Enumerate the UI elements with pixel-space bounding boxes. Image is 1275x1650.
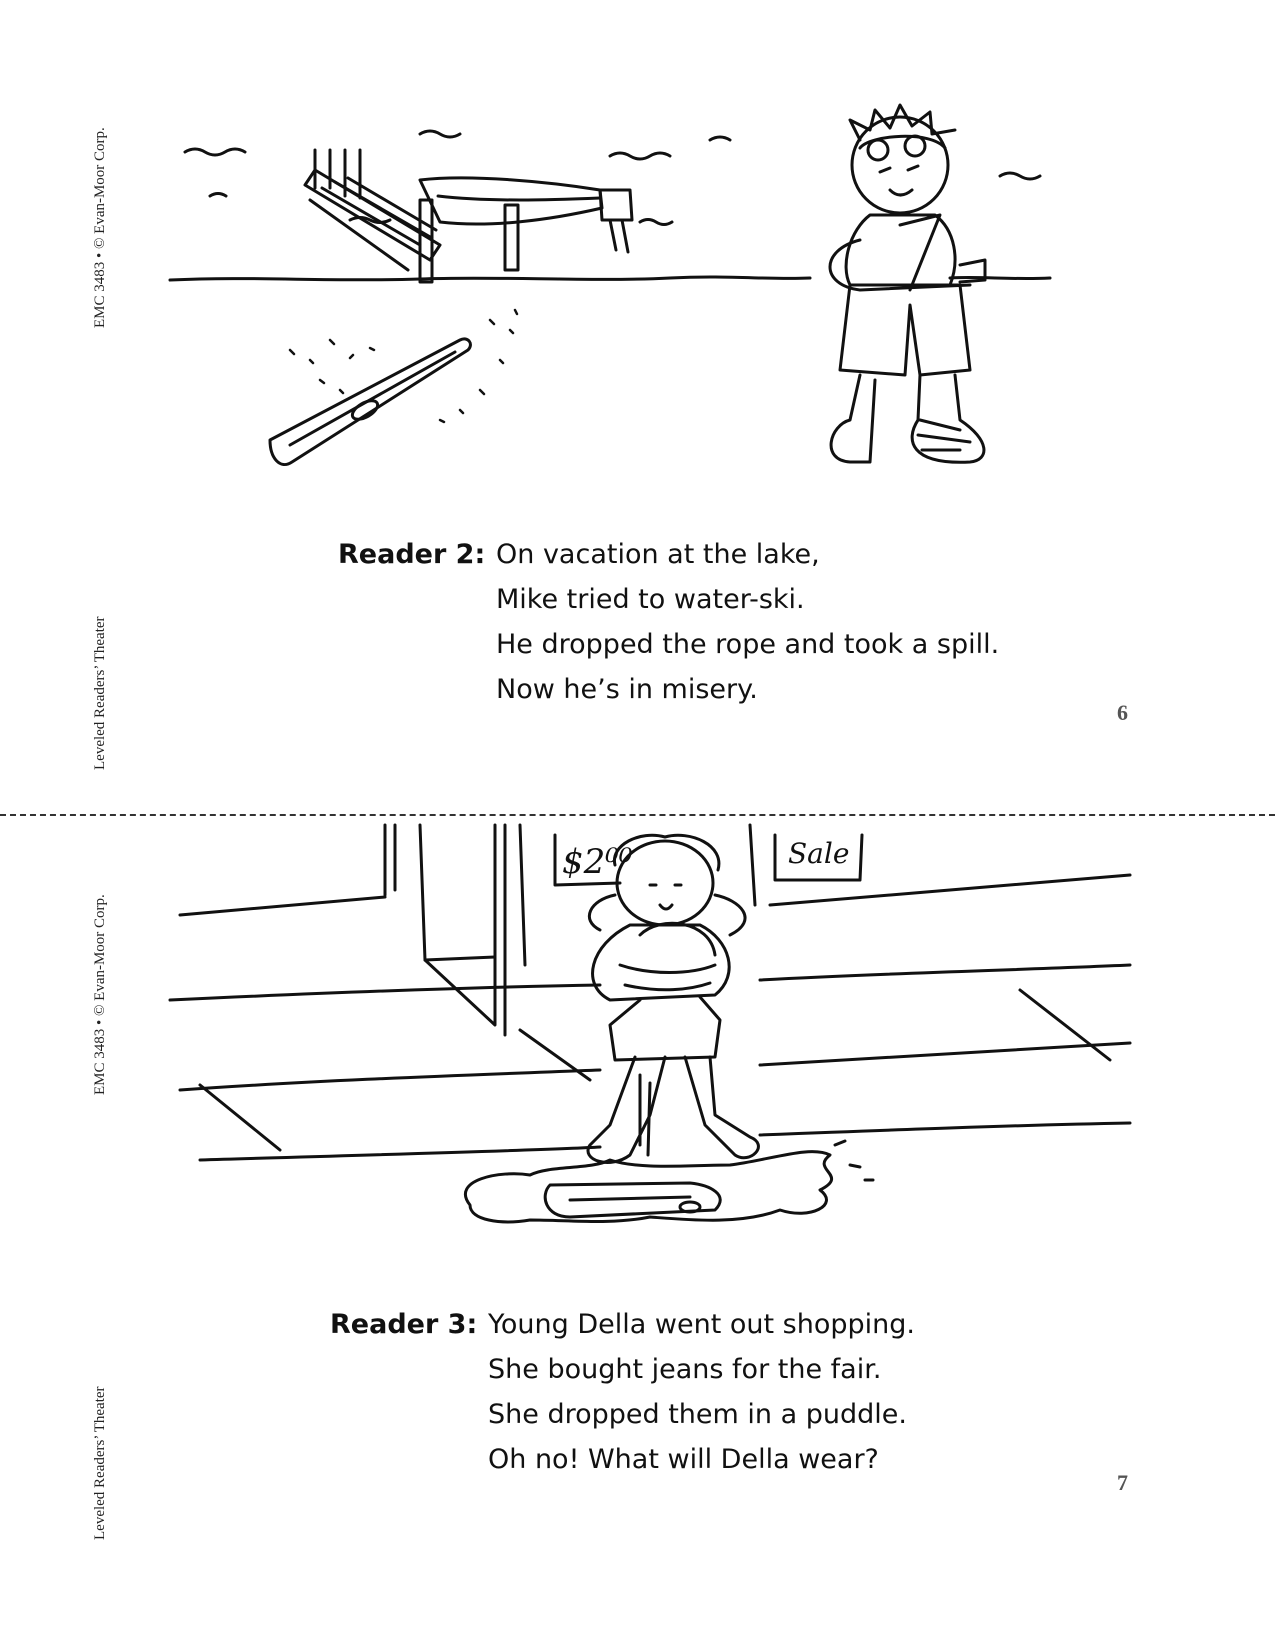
verse-line: He dropped the rope and took a spill.: [496, 629, 1000, 660]
verse-line: Oh no! What will Della wear?: [488, 1444, 879, 1475]
shopping-illustration: $2⁰⁰ Sale: [168, 823, 1132, 1224]
series-title-label: Leveled Readers’ Theater: [92, 616, 108, 770]
verse-lines: Young Della went out shopping. She bough…: [488, 1302, 915, 1482]
reader-3-verse: Reader 3: Young Della went out shopping.…: [330, 1302, 1030, 1482]
verse-line: On vacation at the lake,: [496, 539, 820, 570]
copyright-label: EMC 3483 • © Evan-Moor Corp.: [92, 894, 108, 1095]
page-number: 7: [1117, 1470, 1128, 1495]
speaker-label: Reader 3:: [330, 1309, 478, 1340]
verse-line: Young Della went out shopping.: [488, 1309, 915, 1340]
verse-line: She dropped them in a puddle.: [488, 1399, 907, 1430]
price-sign-text: $2⁰⁰: [562, 842, 633, 882]
cut-line: [0, 814, 1275, 816]
sale-sign-text: Sale: [788, 837, 849, 870]
verse-lines: On vacation at the lake, Mike tried to w…: [496, 532, 999, 712]
verse-line: She bought jeans for the fair.: [488, 1354, 882, 1385]
page-number: 6: [1117, 700, 1128, 725]
copyright-label: EMC 3483 • © Evan-Moor Corp.: [92, 127, 108, 328]
series-title-label: Leveled Readers’ Theater: [92, 1386, 108, 1540]
lake-illustration: [168, 103, 1052, 466]
reader-2-verse: Reader 2: On vacation at the lake, Mike …: [338, 532, 1038, 712]
verse-line: Now he’s in misery.: [496, 674, 758, 705]
verse-line: Mike tried to water-ski.: [496, 584, 805, 615]
speaker-label: Reader 2:: [338, 539, 486, 570]
